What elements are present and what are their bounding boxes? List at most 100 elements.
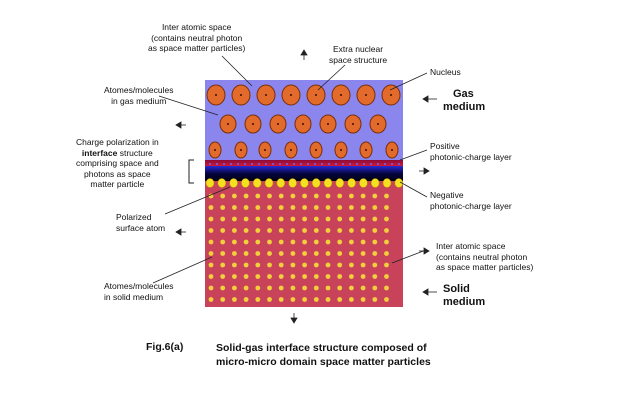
atom-nucleus-dot bbox=[390, 94, 392, 96]
solid-medium-label: Solid medium bbox=[443, 283, 486, 308]
solid-atom bbox=[325, 262, 331, 268]
leader-lines bbox=[152, 55, 428, 284]
interface-photon-dots bbox=[209, 163, 400, 165]
solid-atom bbox=[290, 251, 296, 256]
surface-atom bbox=[300, 178, 309, 188]
interface-bracket bbox=[188, 159, 194, 184]
figure-caption: Solid-gas interface structure composed o… bbox=[216, 342, 431, 368]
solid-atom bbox=[384, 228, 389, 233]
atom-nucleus-dot bbox=[365, 149, 367, 151]
solid-atom bbox=[232, 285, 237, 291]
solid-atom bbox=[290, 216, 296, 222]
photon-dot bbox=[391, 163, 393, 165]
atom-nucleus-dot bbox=[290, 94, 292, 96]
solid-atom bbox=[255, 285, 261, 291]
surface-atom bbox=[311, 178, 321, 188]
solid-atom bbox=[220, 297, 226, 302]
solid-atom bbox=[360, 285, 366, 291]
solid-atom bbox=[349, 239, 354, 245]
solid-atom bbox=[313, 216, 319, 222]
solid-atom bbox=[337, 262, 343, 268]
solid-atom bbox=[243, 297, 249, 302]
solid-atom bbox=[208, 216, 214, 222]
atom-nucleus-dot bbox=[391, 149, 393, 151]
atom-nucleus-dot bbox=[290, 149, 292, 151]
solid-atom bbox=[243, 205, 249, 210]
solid-atom bbox=[232, 297, 237, 302]
solid-atom bbox=[360, 262, 366, 268]
solid-atom bbox=[337, 251, 343, 256]
photon-dot bbox=[272, 163, 274, 165]
solid-atom bbox=[290, 297, 296, 302]
solid-atom bbox=[208, 239, 214, 245]
solid-atom bbox=[278, 274, 284, 279]
solid-atom bbox=[290, 262, 296, 268]
photon-dot bbox=[244, 163, 246, 165]
surface-atom bbox=[264, 178, 274, 188]
atom-nucleus-dot bbox=[315, 149, 317, 151]
solid-atom bbox=[302, 262, 307, 268]
atom-nucleus-dot bbox=[315, 94, 317, 96]
atom-nucleus-dot bbox=[340, 149, 342, 151]
solid-atom bbox=[313, 274, 319, 279]
surface-atom bbox=[347, 178, 356, 188]
solid-atom bbox=[208, 297, 214, 302]
solid-atom bbox=[302, 216, 307, 222]
solid-atom bbox=[384, 205, 389, 210]
solid-atom bbox=[349, 251, 354, 256]
solid-atom bbox=[267, 228, 272, 233]
negative-layer-label: Negative photonic-charge layer bbox=[430, 190, 512, 211]
surface-atom bbox=[288, 178, 297, 188]
solid-atom bbox=[232, 239, 237, 245]
solid-atom bbox=[290, 193, 296, 199]
solid-atom bbox=[372, 193, 378, 199]
negative-photonic-layer bbox=[205, 166, 403, 181]
atom-nucleus-dot bbox=[240, 94, 242, 96]
solid-atom bbox=[232, 274, 237, 279]
polarized-surface-atom-label: Polarized surface atom bbox=[116, 212, 166, 233]
solid-atom bbox=[349, 262, 354, 268]
solid-atom bbox=[243, 285, 249, 291]
solid-atom bbox=[232, 205, 237, 210]
solid-atoms-label: Atomes/molecules in solid medium bbox=[104, 281, 174, 302]
solid-atom bbox=[290, 205, 296, 210]
solid-atom bbox=[372, 274, 378, 279]
inter-atomic-space-bottom-label: Inter atomic space (contains neutral pho… bbox=[436, 241, 534, 272]
solid-atom bbox=[349, 205, 354, 210]
atom-nucleus-dot bbox=[265, 94, 267, 96]
solid-atom bbox=[255, 239, 261, 245]
solid-atom bbox=[313, 239, 319, 245]
solid-atom bbox=[313, 285, 319, 291]
solid-atom bbox=[372, 216, 378, 222]
solid-atom bbox=[267, 285, 272, 291]
solid-atom bbox=[313, 205, 319, 210]
solid-atom bbox=[208, 251, 214, 256]
gas-medium-label: Gas medium bbox=[443, 88, 486, 113]
atom-nucleus-dot bbox=[227, 123, 229, 125]
surface-atom bbox=[370, 178, 380, 188]
inter-atomic-space-top-label: Inter atomic space (contains neutral pho… bbox=[148, 22, 246, 53]
solid-atom bbox=[243, 193, 249, 199]
photon-dot bbox=[209, 163, 211, 165]
solid-atom bbox=[278, 193, 284, 199]
photon-dot bbox=[377, 163, 379, 165]
solid-atom bbox=[325, 251, 331, 256]
solid-atom bbox=[255, 274, 261, 279]
solid-atom bbox=[267, 239, 272, 245]
solid-atom bbox=[384, 285, 389, 291]
polarized-surface-atoms bbox=[205, 178, 404, 188]
figure-number: Fig.6(a) bbox=[146, 341, 184, 353]
solid-atom bbox=[267, 193, 272, 199]
solid-atom bbox=[349, 228, 354, 233]
solid-atom bbox=[278, 216, 284, 222]
solid-atom bbox=[290, 274, 296, 279]
solid-atom bbox=[337, 228, 343, 233]
photon-dot bbox=[384, 163, 386, 165]
solid-atom bbox=[267, 216, 272, 222]
photon-dot bbox=[328, 163, 330, 165]
solid-atom bbox=[255, 251, 261, 256]
solid-atom bbox=[278, 239, 284, 245]
solid-atom bbox=[290, 285, 296, 291]
positive-photonic-layer bbox=[205, 160, 403, 166]
